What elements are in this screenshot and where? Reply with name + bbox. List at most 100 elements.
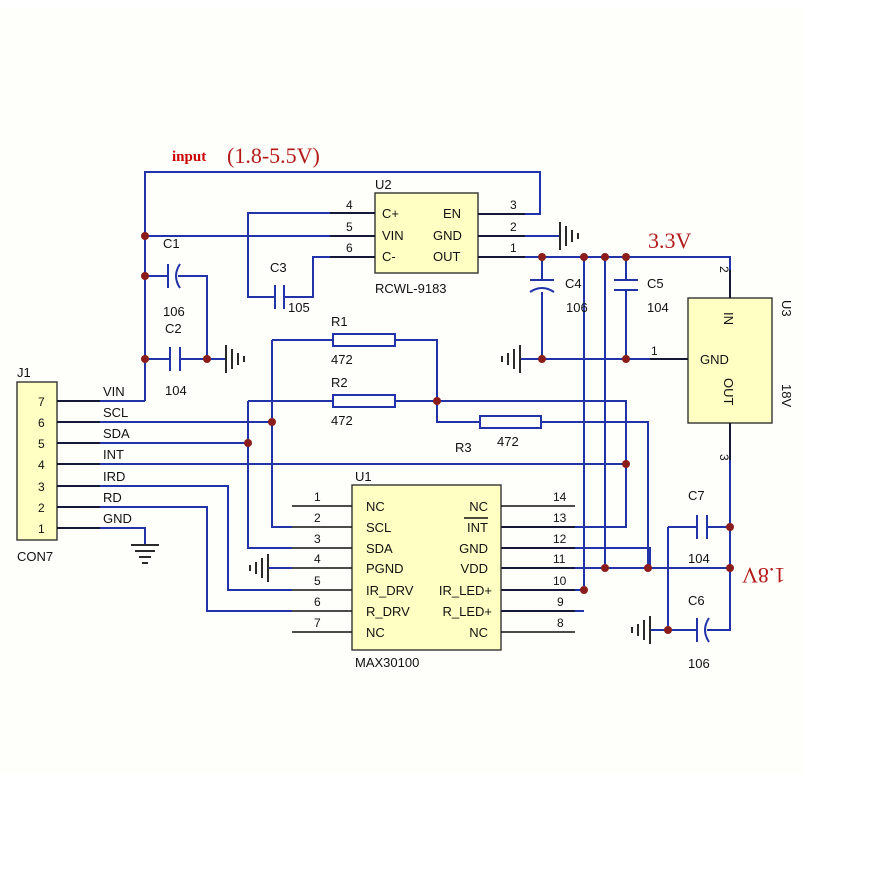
j1-connector: J1 CON7 7 VIN 6 SCL 5 SDA 4 INT 3 IRD bbox=[16, 365, 132, 564]
svg-text:CON7: CON7 bbox=[17, 549, 53, 564]
svg-text:U3: U3 bbox=[779, 300, 794, 317]
svg-text:8: 8 bbox=[557, 616, 564, 630]
svg-text:2: 2 bbox=[510, 220, 517, 234]
svg-text:NC: NC bbox=[469, 625, 488, 640]
ground-symbol-c4 bbox=[501, 345, 521, 373]
svg-text:NC: NC bbox=[366, 499, 385, 514]
svg-text:NC: NC bbox=[366, 625, 385, 640]
svg-text:C2: C2 bbox=[165, 321, 182, 336]
svg-text:1: 1 bbox=[651, 344, 658, 358]
svg-text:4: 4 bbox=[314, 552, 321, 566]
j1-pin-2: 2 RD bbox=[38, 490, 122, 515]
svg-text:5: 5 bbox=[38, 437, 45, 451]
svg-text:U2: U2 bbox=[375, 177, 392, 192]
svg-text:106: 106 bbox=[163, 304, 185, 319]
svg-text:106: 106 bbox=[566, 300, 588, 315]
input-voltage-range: (1.8-5.5V) bbox=[227, 143, 320, 168]
capacitor-c3: C3 105 bbox=[270, 260, 310, 315]
j1-pin-7: 7 VIN bbox=[38, 384, 125, 409]
svg-text:472: 472 bbox=[497, 434, 519, 449]
svg-text:INT: INT bbox=[467, 520, 488, 535]
svg-text:OUT: OUT bbox=[721, 378, 736, 406]
svg-text:1: 1 bbox=[38, 522, 45, 536]
j1-pin-6: 6 SCL bbox=[38, 405, 128, 430]
svg-text:C7: C7 bbox=[688, 488, 705, 503]
svg-text:R3: R3 bbox=[455, 440, 472, 455]
svg-text:C3: C3 bbox=[270, 260, 287, 275]
svg-text:12: 12 bbox=[553, 532, 567, 546]
svg-text:SCL: SCL bbox=[103, 405, 128, 420]
resistor-r3: R3 472 bbox=[455, 415, 542, 455]
svg-text:MAX30100: MAX30100 bbox=[355, 655, 419, 670]
svg-text:VIN: VIN bbox=[382, 228, 404, 243]
ground-symbol-c6 bbox=[631, 616, 651, 644]
input-label: input bbox=[172, 149, 206, 165]
capacitor-c5: C5 104 bbox=[614, 276, 669, 315]
svg-text:U1: U1 bbox=[355, 469, 372, 484]
svg-text:14: 14 bbox=[553, 490, 567, 504]
svg-text:2: 2 bbox=[717, 266, 731, 273]
svg-text:SCL: SCL bbox=[366, 520, 391, 535]
voltage-1v8-label: 1.8V bbox=[742, 563, 786, 588]
svg-text:4: 4 bbox=[346, 198, 353, 212]
svg-text:2: 2 bbox=[38, 501, 45, 515]
ground-symbol-u2 bbox=[559, 222, 579, 250]
svg-text:4: 4 bbox=[38, 458, 45, 472]
svg-text:104: 104 bbox=[165, 383, 187, 398]
svg-text:7: 7 bbox=[314, 616, 321, 630]
svg-text:J1: J1 bbox=[17, 365, 31, 380]
j1-pin-3: 3 IRD bbox=[38, 469, 125, 494]
svg-text:472: 472 bbox=[331, 413, 353, 428]
svg-text:18V: 18V bbox=[779, 384, 794, 407]
svg-text:1: 1 bbox=[510, 241, 517, 255]
svg-text:106: 106 bbox=[688, 656, 710, 671]
u1-max30100: U1 MAX30100 1 2 3 4 5 6 7 NC SCL SDA PGN… bbox=[292, 469, 575, 670]
voltage-3v3-label: 3.3V bbox=[648, 228, 692, 253]
capacitor-c2: C2 104 bbox=[165, 321, 187, 398]
ground-symbol-u1-pgnd bbox=[249, 554, 269, 582]
svg-text:VIN: VIN bbox=[103, 384, 125, 399]
svg-text:472: 472 bbox=[331, 352, 353, 367]
u3-regulator: 2 1 3 IN GND OUT U3 18V bbox=[650, 266, 794, 461]
capacitor-c1: C1 106 bbox=[163, 236, 185, 319]
svg-text:GND: GND bbox=[103, 511, 132, 526]
svg-text:3: 3 bbox=[510, 198, 517, 212]
resistor-r2: R2 472 bbox=[331, 375, 396, 428]
j1-pin-5: 5 SDA bbox=[38, 426, 130, 451]
resistor-r1: R1 472 bbox=[331, 314, 396, 367]
ground-symbol-j1 bbox=[131, 544, 159, 564]
svg-text:R2: R2 bbox=[331, 375, 348, 390]
svg-text:9: 9 bbox=[557, 595, 564, 609]
svg-text:GND: GND bbox=[433, 228, 462, 243]
svg-text:R_DRV: R_DRV bbox=[366, 604, 410, 619]
svg-text:7: 7 bbox=[38, 395, 45, 409]
j1-pin-1: 1 GND bbox=[38, 511, 132, 536]
svg-text:C5: C5 bbox=[647, 276, 664, 291]
svg-text:PGND: PGND bbox=[366, 561, 404, 576]
svg-text:C6: C6 bbox=[688, 593, 705, 608]
svg-text:IR_DRV: IR_DRV bbox=[366, 583, 414, 598]
capacitor-c4: C4 106 bbox=[529, 276, 588, 315]
svg-text:5: 5 bbox=[346, 220, 353, 234]
svg-text:3: 3 bbox=[38, 480, 45, 494]
capacitor-c7: C7 104 bbox=[688, 488, 710, 566]
svg-text:RCWL-9183: RCWL-9183 bbox=[375, 281, 447, 296]
svg-text:IRD: IRD bbox=[103, 469, 125, 484]
svg-text:6: 6 bbox=[346, 241, 353, 255]
svg-text:3: 3 bbox=[717, 454, 731, 461]
svg-text:IR_LED+: IR_LED+ bbox=[439, 583, 492, 598]
svg-text:1: 1 bbox=[314, 490, 321, 504]
j1-pin-4: 4 INT bbox=[38, 447, 124, 472]
svg-text:5: 5 bbox=[314, 574, 321, 588]
svg-text:6: 6 bbox=[314, 595, 321, 609]
svg-text:104: 104 bbox=[647, 300, 669, 315]
svg-text:SDA: SDA bbox=[366, 541, 393, 556]
ground-symbol-c2 bbox=[225, 345, 245, 373]
svg-text:VDD: VDD bbox=[461, 561, 488, 576]
svg-text:13: 13 bbox=[553, 511, 567, 525]
svg-text:3: 3 bbox=[314, 532, 321, 546]
svg-text:GND: GND bbox=[459, 541, 488, 556]
svg-text:IN: IN bbox=[721, 312, 736, 325]
u2-regulator: U2 RCWL-9183 4 5 6 C+ VIN C- EN GND OUT … bbox=[330, 177, 525, 296]
svg-text:RD: RD bbox=[103, 490, 122, 505]
